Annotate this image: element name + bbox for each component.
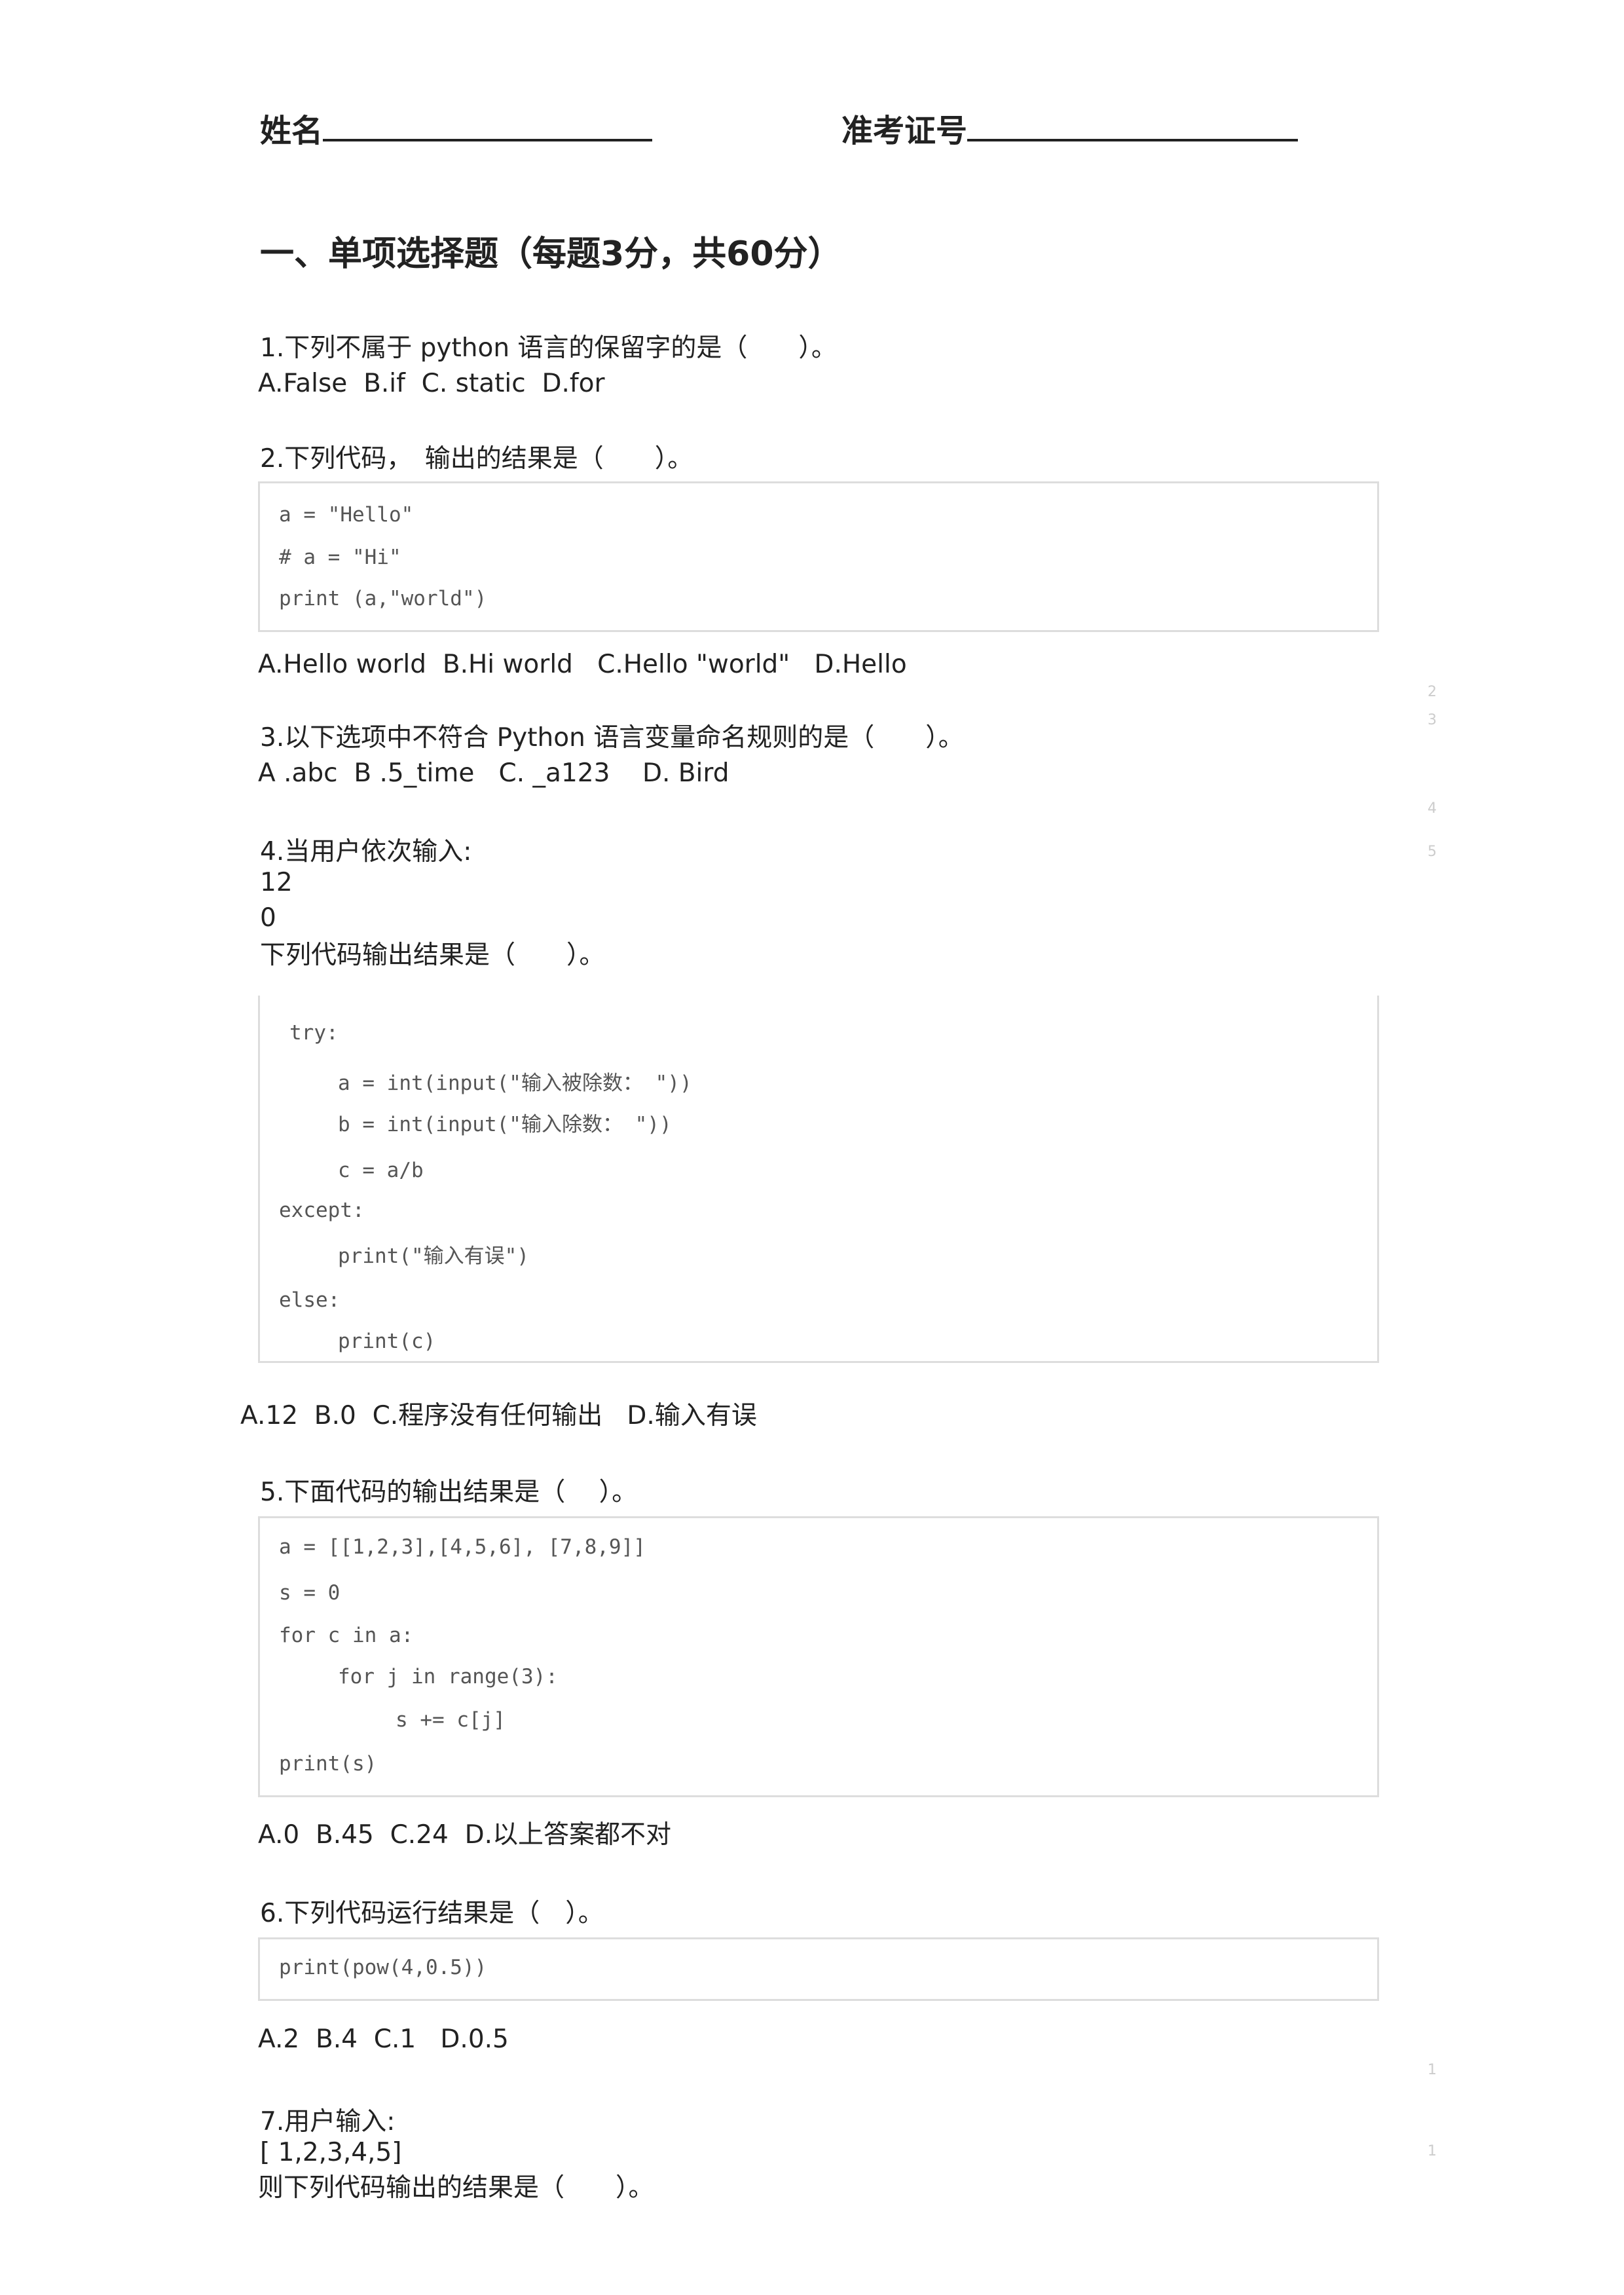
code-line: print(s) — [279, 1752, 377, 1776]
exam-id-label: 准考证号 — [841, 113, 968, 149]
code-line: b = int(input("输入除数： ")) — [338, 1113, 672, 1136]
q5-stem: 5.下面代码的输出结果是（ ）。 — [260, 1478, 638, 1507]
q4-code-box — [258, 996, 1379, 1363]
q1-stem: 1.下列不属于 python 语言的保留字的是（ ）。 — [260, 333, 837, 363]
name-label: 姓名 — [260, 113, 323, 149]
q7-stem-2: 则下列代码输出的结果是（ ）。 — [258, 2173, 654, 2203]
line-number: 4 — [1428, 800, 1437, 817]
q5-code-box — [258, 1516, 1379, 1797]
q6-options: A.2 B.4 C.1 D.0.5 — [258, 2024, 509, 2054]
q6-code-box — [258, 1937, 1379, 2001]
q4-stem: 4.当用户依次输入: — [260, 837, 472, 867]
code-line: for j in range(3): — [338, 1665, 558, 1689]
exam-id-field: 准考证号 — [841, 113, 1299, 149]
code-line: print (a,"world") — [279, 587, 487, 610]
q4-options: A.12 B.0 C.程序没有任何输出 D.输入有误 — [240, 1401, 757, 1430]
code-line: else: — [279, 1288, 341, 1312]
name-field: 姓名 — [260, 113, 653, 149]
q2-options: A.Hello world B.Hi world C.Hello "world"… — [258, 650, 907, 679]
q7-stem: 7.用户输入: — [260, 2107, 396, 2136]
q6-stem: 6.下列代码运行结果是（ ）。 — [260, 1899, 604, 1928]
code-line: # a = "Hi" — [279, 546, 401, 569]
line-number: 3 — [1428, 712, 1437, 728]
code-line: s = 0 — [279, 1581, 341, 1605]
code-line: a = "Hello" — [279, 503, 414, 527]
q4-input: 0 — [260, 903, 276, 933]
code-line: except: — [279, 1199, 365, 1222]
q2-stem: 2.下列代码， 输出的结果是（ ）。 — [260, 444, 693, 474]
code-line: for c in a: — [279, 1624, 414, 1647]
section-title: 一、单项选择题（每题3分，共60分） — [260, 234, 842, 274]
q4-input: 12 — [260, 868, 293, 897]
line-number: 2 — [1428, 684, 1437, 700]
code-line: print(pow(4,0.5)) — [279, 1956, 487, 1979]
exam-id-blank-line — [967, 113, 1299, 141]
q3-options: A .abc B .5_time C. _a123 D. Bird — [258, 758, 729, 788]
q4-stem-2: 下列代码输出结果是（ ）。 — [260, 941, 605, 970]
line-number: 1 — [1428, 2062, 1437, 2078]
code-line: a = [[1,2,3],[4,5,6], [7,8,9]] — [279, 1535, 646, 1559]
code-line: print(c) — [338, 1330, 436, 1353]
code-line: s += c[j] — [396, 1708, 506, 1732]
code-line: a = int(input("输入被除数： ")) — [338, 1072, 692, 1095]
line-number: 5 — [1428, 844, 1437, 860]
q7-input: [ 1,2,3,4,5] — [260, 2138, 402, 2167]
code-line: print("输入有误") — [338, 1244, 529, 1268]
q5-options: A.0 B.45 C.24 D.以上答案都不对 — [258, 1820, 672, 1850]
code-line: c = a/b — [338, 1159, 424, 1182]
q2-code-box — [258, 481, 1379, 632]
line-number: 1 — [1428, 2143, 1437, 2159]
q1-options: A.False B.if C. static D.for — [258, 369, 605, 398]
q3-stem: 3.以下选项中不符合 Python 语言变量命名规则的是（ ）。 — [260, 723, 964, 753]
name-blank-line — [323, 113, 653, 141]
code-line: try: — [289, 1021, 339, 1045]
